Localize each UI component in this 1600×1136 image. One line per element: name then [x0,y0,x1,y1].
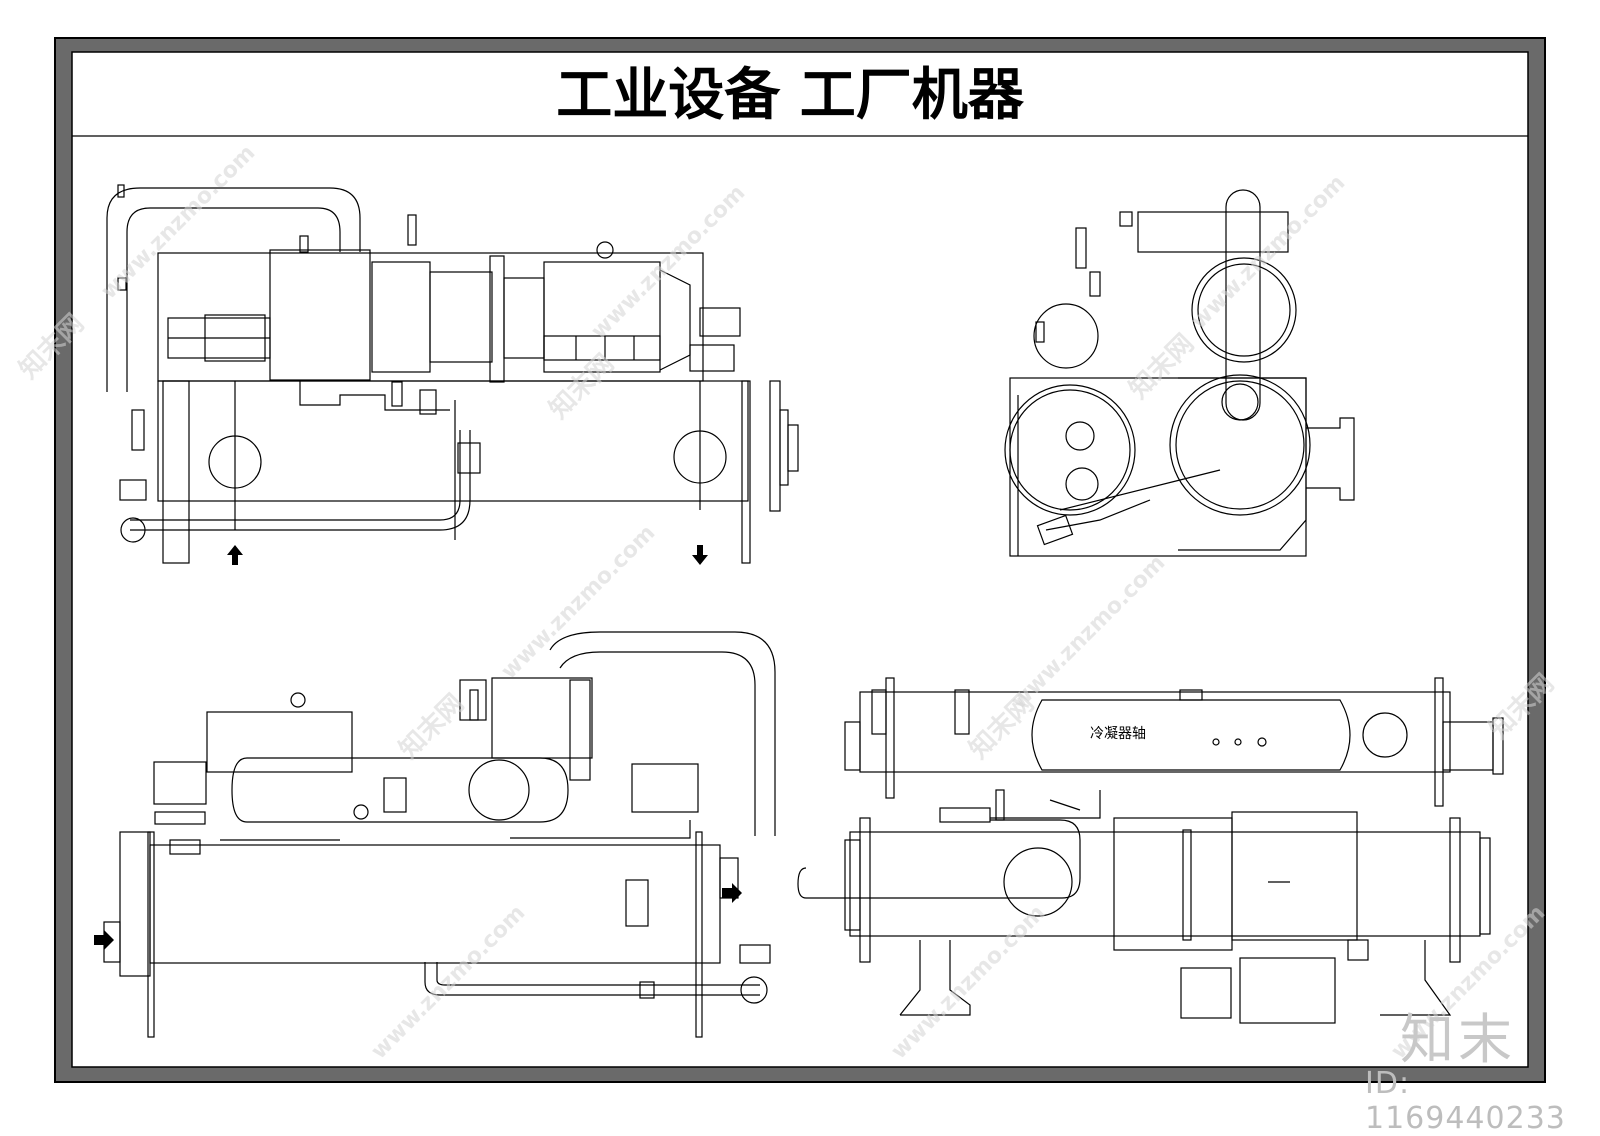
condenser-shaft-label: 冷凝器轴 [1090,726,1146,742]
drawing-frame [54,37,1546,1083]
flow-arrow-in [227,545,243,565]
flow-arrow-right [722,883,742,903]
flow-arrow-left [94,930,114,950]
flow-arrow-out [692,545,708,565]
side-view-bottom-left [103,631,776,1038]
watermark-id: ID: 1169440233 [1365,1066,1566,1136]
page-title: 工业设备 工厂机器 [556,63,1024,128]
watermark-brand: 知末 [1400,1008,1516,1071]
side-view-top-left [106,184,799,564]
end-view-top-right [1004,189,1355,557]
plan-view-bottom-right [797,677,1504,1024]
